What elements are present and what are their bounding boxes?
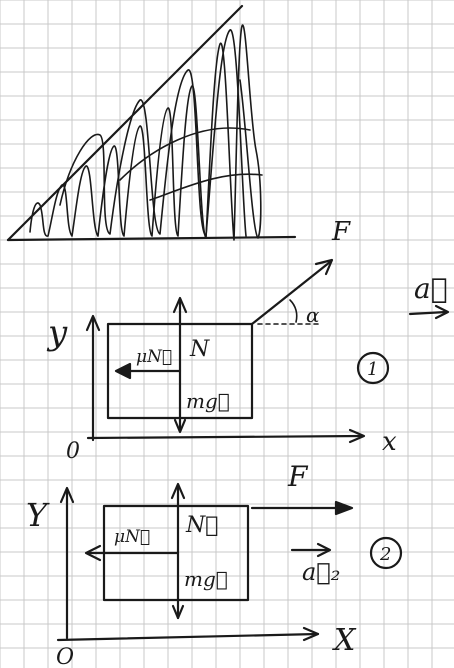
gravity-label-2: mg⃗ [184, 567, 228, 591]
force-arrow-2 [334, 500, 354, 516]
friction-label-1: μN⃗ [136, 347, 172, 367]
angle-label-1: α [306, 303, 320, 327]
force-label-1: F [331, 217, 351, 247]
force-arrow-1 [314, 258, 334, 276]
x-axis-2-arrow [302, 626, 320, 642]
gravity-arrow-2 [171, 604, 185, 620]
scribble-sketch [6, 4, 297, 242]
friction-arrow-2 [84, 544, 102, 562]
y-axis-label-1: y [46, 313, 68, 353]
accel-arrow-2 [316, 542, 332, 558]
y-axis-label-2: Y [26, 496, 50, 534]
diagram-1: y x 0 F α μN⃗ N mg⃗ 1 a⃗ [46, 217, 450, 464]
x-axis-label-2: X [332, 623, 357, 658]
slope-line [6, 4, 244, 242]
x-axis-1-arrow [348, 428, 366, 444]
y-axis-2-arrow [59, 486, 75, 504]
origin-label-1: 0 [66, 439, 80, 464]
gravity-arrow-1 [173, 418, 187, 434]
force-line-1 [250, 260, 332, 326]
friction-label-2: μN⃗ [114, 527, 150, 547]
normal-label-2: N⃗ [185, 513, 218, 538]
case-circle-2 [369, 536, 403, 570]
sketch-baseline [6, 235, 297, 242]
normal-arrow-1 [172, 296, 188, 314]
case-label-1: 1 [367, 359, 378, 380]
normal-label-1: N [189, 337, 210, 362]
force-label-2: F [287, 460, 309, 493]
x-axis-2 [56, 632, 320, 642]
normal-arrow-2 [170, 482, 186, 500]
y-axis-1-arrow [85, 314, 101, 332]
accel-line-1 [408, 310, 448, 316]
x-axis-1 [86, 434, 364, 440]
scribble-overlay [59, 29, 263, 237]
friction-arrow-1 [114, 362, 132, 380]
x-axis-label-1: x [382, 427, 397, 457]
origin-label-2: O [56, 645, 74, 668]
accel-arrow-1 [434, 304, 450, 320]
accel-label-1: a⃗ [414, 272, 448, 305]
diagram-2: Y X O F μN⃗ N⃗ mg⃗ a⃗₂ 2 [26, 460, 403, 668]
accel-label-2: a⃗₂ [302, 558, 340, 586]
case-circle-1 [356, 351, 390, 385]
scribble-fill [29, 24, 262, 241]
angle-arc-1 [289, 299, 298, 323]
case-label-2: 2 [379, 544, 391, 565]
gravity-label-1: mg⃗ [186, 389, 230, 413]
